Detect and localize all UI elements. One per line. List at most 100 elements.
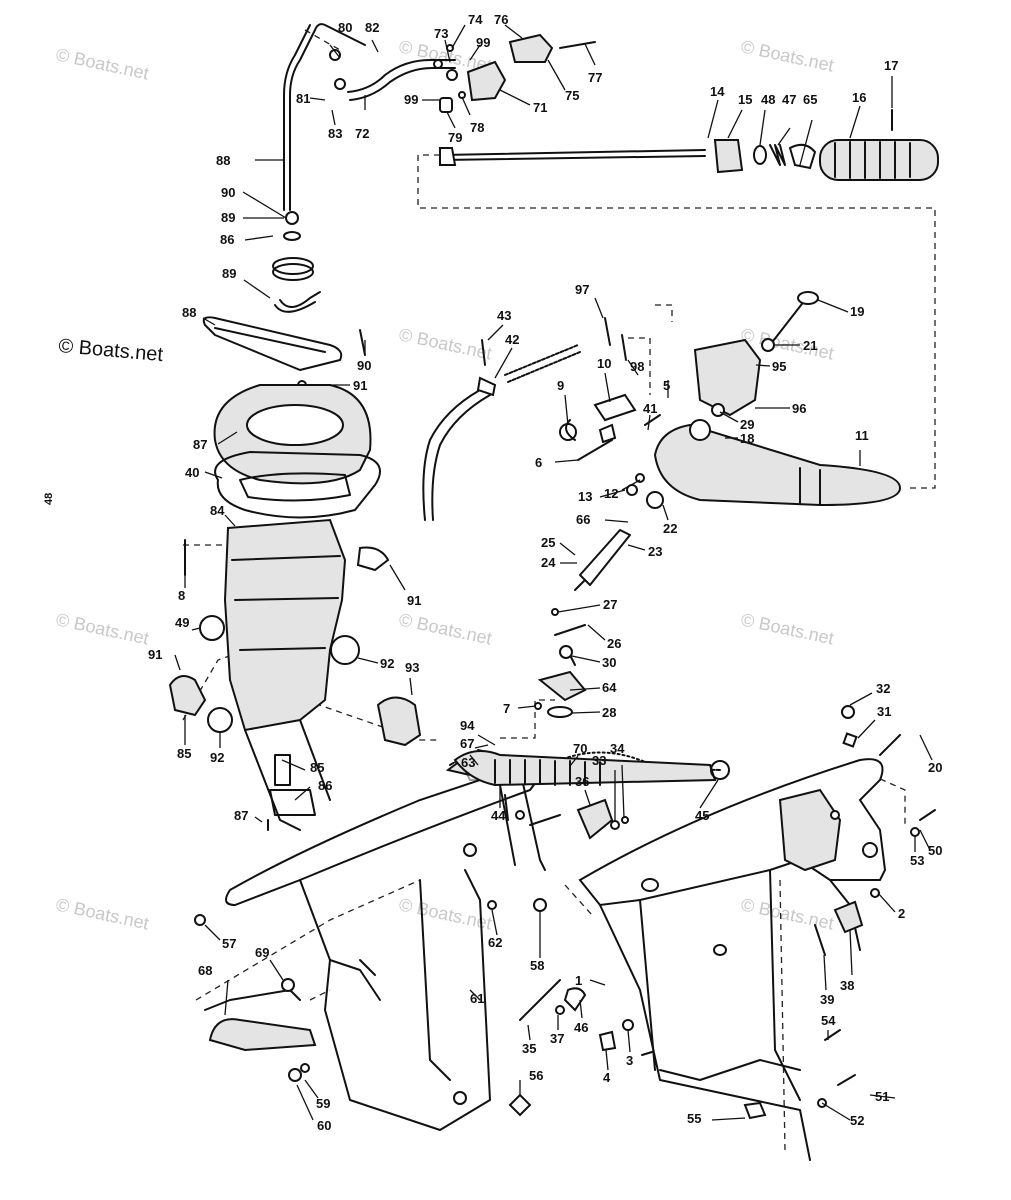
part-label: 9 bbox=[557, 378, 564, 393]
part-label: 69 bbox=[255, 945, 269, 960]
part-label: 88 bbox=[182, 305, 196, 320]
shift-rod-assembly bbox=[272, 23, 596, 313]
part-label: 62 bbox=[488, 935, 502, 950]
part-label: 63 bbox=[461, 755, 475, 770]
watermark: © Boats.net bbox=[739, 894, 835, 933]
part-label: 61 bbox=[470, 991, 484, 1006]
part-label: 99 bbox=[404, 92, 418, 107]
part-label: 95 bbox=[772, 359, 786, 374]
part-label: 89 bbox=[221, 210, 235, 225]
tiller-assembly bbox=[439, 109, 939, 591]
part-label: 75 bbox=[565, 88, 579, 103]
part-label: 78 bbox=[470, 120, 484, 135]
part-label: 6 bbox=[535, 455, 542, 470]
part-label: 40 bbox=[185, 465, 199, 480]
watermark: © Boats.net bbox=[739, 609, 835, 648]
part-label: 20 bbox=[928, 760, 942, 775]
part-label: 96 bbox=[792, 401, 806, 416]
part-label: 45 bbox=[695, 808, 709, 823]
part-label: 60 bbox=[317, 1118, 331, 1133]
part-label: 37 bbox=[550, 1031, 564, 1046]
part-label: 43 bbox=[497, 308, 511, 323]
part-label: 3 bbox=[626, 1053, 633, 1068]
part-label: 66 bbox=[576, 512, 590, 527]
part-label: 92 bbox=[380, 656, 394, 671]
part-label: 82 bbox=[365, 20, 379, 35]
part-label: 85 bbox=[310, 760, 324, 775]
watermark: © Boats.net bbox=[739, 36, 835, 75]
watermark: © Boats.net bbox=[397, 609, 493, 648]
part-label: 65 bbox=[803, 92, 817, 107]
part-label: 17 bbox=[884, 58, 898, 73]
spring-boot bbox=[449, 750, 730, 787]
part-label: 23 bbox=[648, 544, 662, 559]
part-label: 97 bbox=[575, 282, 589, 297]
part-label: 30 bbox=[602, 655, 616, 670]
part-label: 86 bbox=[220, 232, 234, 247]
part-label: 90 bbox=[357, 358, 371, 373]
part-label: 49 bbox=[175, 615, 189, 630]
watermark: © Boats.net bbox=[397, 324, 493, 363]
part-label: 89 bbox=[222, 266, 236, 281]
part-label: 2 bbox=[898, 906, 905, 921]
part-label: 34 bbox=[610, 741, 625, 756]
part-label: 25 bbox=[541, 535, 555, 550]
throttle-linkage bbox=[534, 608, 587, 718]
part-label: 19 bbox=[850, 304, 864, 319]
part-label: 87 bbox=[234, 808, 248, 823]
part-label: 58 bbox=[530, 958, 544, 973]
watermark: © Boats.net bbox=[54, 609, 150, 648]
part-label: 79 bbox=[448, 130, 462, 145]
part-label: 77 bbox=[588, 70, 602, 85]
part-label: 55 bbox=[687, 1111, 701, 1126]
part-label: 21 bbox=[803, 338, 817, 353]
part-label: 71 bbox=[533, 100, 547, 115]
side-mark: 48 bbox=[43, 493, 55, 505]
part-label: 18 bbox=[740, 431, 754, 446]
lower-cover-right bbox=[477, 705, 936, 1161]
part-label: 29 bbox=[740, 417, 754, 432]
part-label: 68 bbox=[198, 963, 212, 978]
part-label: 42 bbox=[505, 332, 519, 347]
hose-and-spring bbox=[422, 339, 581, 521]
part-label: 24 bbox=[541, 555, 556, 570]
part-label: 56 bbox=[529, 1068, 543, 1083]
part-label: 35 bbox=[522, 1041, 536, 1056]
part-label: 52 bbox=[850, 1113, 864, 1128]
part-label: 26 bbox=[607, 636, 621, 651]
part-label: 51 bbox=[875, 1089, 889, 1104]
part-label: 50 bbox=[928, 843, 942, 858]
part-label: 83 bbox=[328, 126, 342, 141]
part-label: 86 bbox=[318, 778, 332, 793]
part-label: 38 bbox=[840, 978, 854, 993]
part-label: 92 bbox=[210, 750, 224, 765]
watermark-strong: © Boats.net bbox=[58, 335, 165, 366]
part-label: 91 bbox=[407, 593, 421, 608]
part-label: 1 bbox=[575, 973, 582, 988]
part-label: 87 bbox=[193, 437, 207, 452]
part-label: 59 bbox=[316, 1096, 330, 1111]
part-label: 57 bbox=[222, 936, 236, 951]
part-label: 67 bbox=[460, 736, 474, 751]
part-label: 72 bbox=[355, 126, 369, 141]
part-label: 91 bbox=[353, 378, 367, 393]
part-label: 46 bbox=[574, 1020, 588, 1035]
part-label: 31 bbox=[877, 704, 891, 719]
part-label: 90 bbox=[221, 185, 235, 200]
part-label: 80 bbox=[338, 20, 352, 35]
part-label: 73 bbox=[434, 26, 448, 41]
part-label: 88 bbox=[216, 153, 230, 168]
part-label: 70 bbox=[573, 741, 587, 756]
part-label: 48 bbox=[761, 92, 775, 107]
part-label: 85 bbox=[177, 746, 191, 761]
part-label: 54 bbox=[821, 1013, 836, 1028]
part-label: 41 bbox=[643, 401, 657, 416]
part-label: 44 bbox=[491, 808, 506, 823]
part-label: 53 bbox=[910, 853, 924, 868]
part-label: 5 bbox=[663, 378, 670, 393]
part-label: 84 bbox=[210, 503, 225, 518]
part-label: 16 bbox=[852, 90, 866, 105]
part-label: 76 bbox=[494, 12, 508, 27]
part-label: 36 bbox=[575, 774, 589, 789]
